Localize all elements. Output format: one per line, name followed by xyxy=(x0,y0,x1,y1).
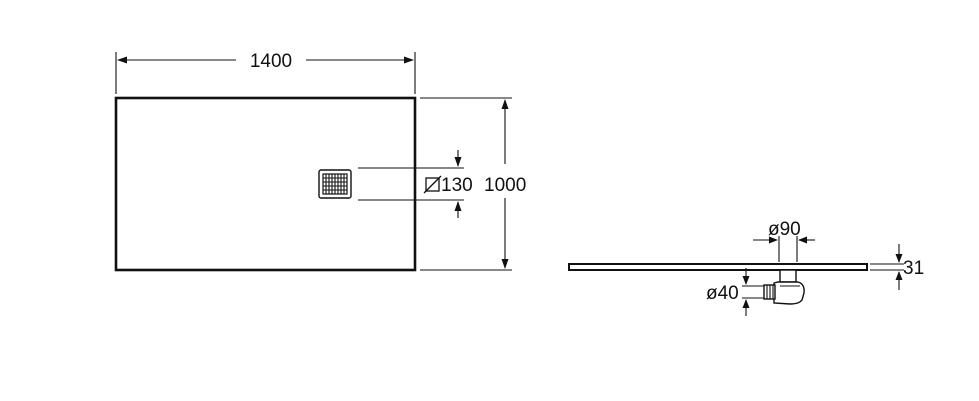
pipe-dimension: ø40 xyxy=(706,268,764,316)
depth-dimension: 1000 xyxy=(420,97,526,271)
side-view: 31 ø90 xyxy=(568,219,924,316)
outlet-dimension: ø90 xyxy=(753,219,815,262)
tray-profile xyxy=(568,263,868,271)
square-diameter-symbol xyxy=(423,175,442,194)
plan-view: 1400 1000 xyxy=(114,51,526,272)
outlet-label: ø90 xyxy=(768,219,801,240)
drain-grate xyxy=(318,169,352,199)
drain-dimension: 130 xyxy=(358,150,473,218)
width-label: 1400 xyxy=(250,51,292,72)
depth-label: 1000 xyxy=(484,175,526,196)
pipe-label: ø40 xyxy=(706,283,739,304)
thickness-label: 31 xyxy=(903,258,924,279)
drain-trap xyxy=(763,269,805,305)
shower-tray-outline xyxy=(114,96,417,272)
width-dimension: 1400 xyxy=(115,51,416,94)
thickness-dimension: 31 xyxy=(870,244,924,290)
drain-label: 130 xyxy=(441,175,473,196)
